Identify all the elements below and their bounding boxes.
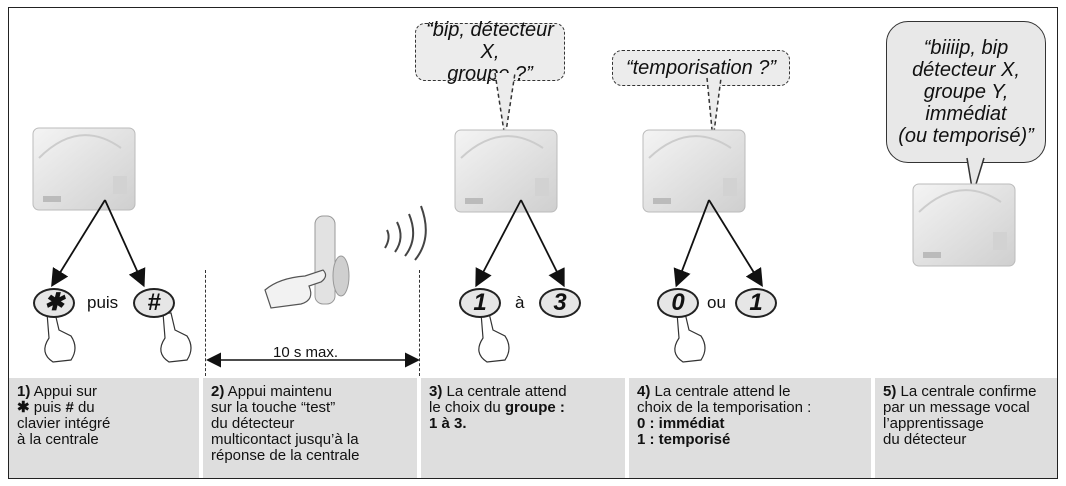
caption-step2: 2) Appui maintenu sur la touche “test” d… bbox=[203, 378, 417, 478]
hand-step1-b bbox=[160, 312, 192, 363]
duration-label: 10 s max. bbox=[273, 344, 339, 361]
hand-step3 bbox=[478, 312, 510, 363]
key-3-step3: 3 bbox=[539, 288, 581, 318]
step4-connector: ou bbox=[707, 293, 726, 312]
bubble-tail-step4 bbox=[706, 77, 722, 141]
detector bbox=[314, 215, 350, 305]
caption-step4: 4) La centrale attend le choix de la tem… bbox=[629, 378, 871, 478]
speech-bubble-step4-text: “temporisation ?” bbox=[625, 57, 777, 79]
alarm-unit-1 bbox=[32, 127, 136, 211]
alarm-unit-5 bbox=[912, 183, 1016, 267]
caption-step5: 5) La centrale confirme par un message v… bbox=[875, 378, 1057, 478]
speech-bubble-step3: “bip, détecteur X, groupe ?” bbox=[415, 19, 565, 85]
speech-bubble-step3-text: “bip, détecteur X, groupe ?” bbox=[426, 19, 554, 85]
hand-step1-a bbox=[44, 312, 76, 363]
caption-step1: 1) Appui sur ✱ puis # du clavier intégré… bbox=[9, 378, 199, 478]
hash-key: # bbox=[133, 288, 175, 318]
separator-left bbox=[205, 270, 206, 376]
pressing-hand bbox=[264, 269, 327, 309]
radio-waves bbox=[384, 205, 427, 261]
alarm-unit-3 bbox=[454, 129, 558, 213]
caption-row: 1) Appui sur ✱ puis # du clavier intégré… bbox=[9, 378, 1057, 478]
diagram-drawing bbox=[32, 72, 1016, 368]
key-0-step4: 0 bbox=[657, 288, 699, 318]
caption-step3: 3) La centrale attend le choix du groupe… bbox=[421, 378, 625, 478]
speech-bubble-step5: “biiiip, bip détecteur X, groupe Y, immé… bbox=[886, 21, 1046, 163]
separator-right bbox=[419, 270, 420, 376]
alarm-unit-4 bbox=[642, 129, 746, 213]
key-1-step3: 1 bbox=[459, 288, 501, 318]
speech-bubble-step4: “temporisation ?” bbox=[612, 50, 790, 86]
speech-bubble-step5-text: “biiiip, bip détecteur X, groupe Y, immé… bbox=[898, 37, 1034, 147]
key-1-step4: 1 bbox=[735, 288, 777, 318]
bubble-tail-step3 bbox=[494, 72, 516, 139]
instruction-diagram: “bip, détecteur X, groupe ?” “temporisat… bbox=[8, 7, 1058, 479]
star-key: ✱ bbox=[33, 288, 75, 318]
step1-connector: puis bbox=[87, 293, 119, 312]
step3-connector: à bbox=[515, 293, 525, 312]
hand-step4 bbox=[674, 312, 706, 363]
